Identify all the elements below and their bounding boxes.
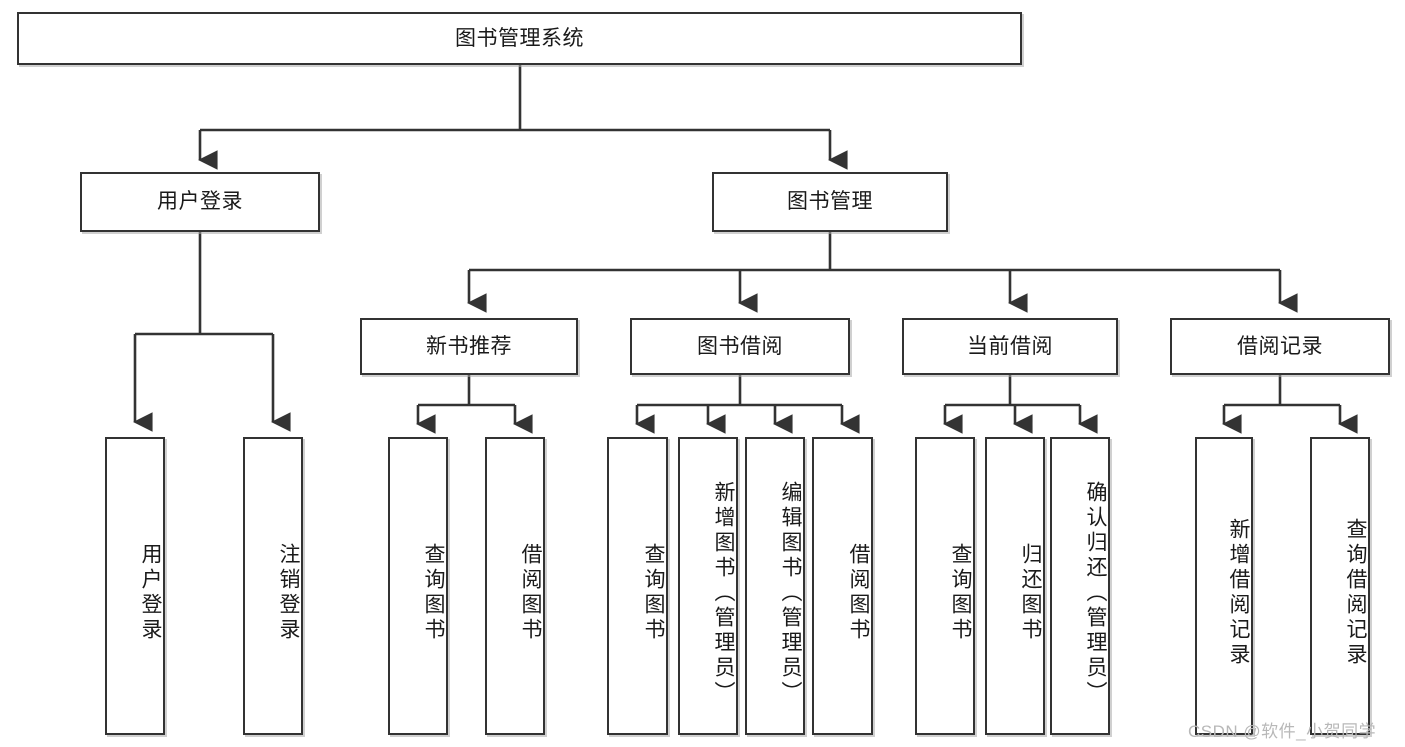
node-leaf-borrow-book-bb[interactable]: 借阅图书 — [812, 437, 873, 735]
node-leaf-query-book-rec[interactable]: 查询图书 — [388, 437, 448, 735]
node-root[interactable]: 图书管理系统 — [17, 12, 1022, 65]
node-borrow-record[interactable]: 借阅记录 — [1170, 318, 1390, 375]
node-leaf-query-record-label: 查询借阅记录 — [1344, 518, 1367, 668]
node-leaf-borrow-book-rec-label: 借阅图书 — [519, 543, 542, 643]
node-leaf-borrow-book-bb-label: 借阅图书 — [847, 543, 870, 643]
node-leaf-user-login-label: 用户登录 — [139, 543, 162, 643]
node-borrow-record-label: 借阅记录 — [1237, 334, 1323, 358]
node-current-borrow-label: 当前借阅 — [967, 334, 1053, 358]
node-new-book-recommend[interactable]: 新书推荐 — [360, 318, 578, 375]
node-new-book-recommend-label: 新书推荐 — [426, 334, 512, 358]
node-leaf-edit-book[interactable]: 编辑图书（管理员） — [745, 437, 805, 735]
node-root-label: 图书管理系统 — [455, 26, 584, 50]
node-leaf-confirm-return[interactable]: 确认归还（管理员） — [1050, 437, 1110, 735]
node-leaf-add-record-label: 新增借阅记录 — [1227, 518, 1250, 668]
node-leaf-query-book-cb-label: 查询图书 — [949, 543, 972, 643]
node-leaf-logout-label: 注销登录 — [277, 543, 300, 643]
node-leaf-return-book[interactable]: 归还图书 — [985, 437, 1045, 735]
node-user-login-label: 用户登录 — [157, 190, 243, 214]
node-leaf-logout[interactable]: 注销登录 — [243, 437, 303, 735]
node-leaf-borrow-book-rec[interactable]: 借阅图书 — [485, 437, 545, 735]
csdn-watermark: CSDN @软件_小贺同学 — [1188, 722, 1377, 741]
node-current-borrow[interactable]: 当前借阅 — [902, 318, 1118, 375]
node-book-borrow[interactable]: 图书借阅 — [630, 318, 850, 375]
node-book-manage-label: 图书管理 — [787, 190, 873, 214]
node-leaf-return-book-label: 归还图书 — [1019, 543, 1042, 643]
node-leaf-query-record[interactable]: 查询借阅记录 — [1310, 437, 1370, 735]
node-leaf-add-record[interactable]: 新增借阅记录 — [1195, 437, 1253, 735]
node-user-login[interactable]: 用户登录 — [80, 172, 320, 232]
node-leaf-query-book-cb[interactable]: 查询图书 — [915, 437, 975, 735]
node-leaf-confirm-return-label: 确认归还（管理员） — [1084, 480, 1107, 706]
node-leaf-add-book[interactable]: 新增图书（管理员） — [678, 437, 738, 735]
node-leaf-add-book-label: 新增图书（管理员） — [712, 480, 735, 706]
node-leaf-query-book-rec-label: 查询图书 — [422, 543, 445, 643]
node-book-borrow-label: 图书借阅 — [697, 334, 783, 358]
node-leaf-query-book-bb-label: 查询图书 — [642, 543, 665, 643]
node-leaf-edit-book-label: 编辑图书（管理员） — [779, 480, 802, 706]
node-leaf-user-login[interactable]: 用户登录 — [105, 437, 165, 735]
node-leaf-query-book-bb[interactable]: 查询图书 — [607, 437, 668, 735]
node-book-manage[interactable]: 图书管理 — [712, 172, 948, 232]
